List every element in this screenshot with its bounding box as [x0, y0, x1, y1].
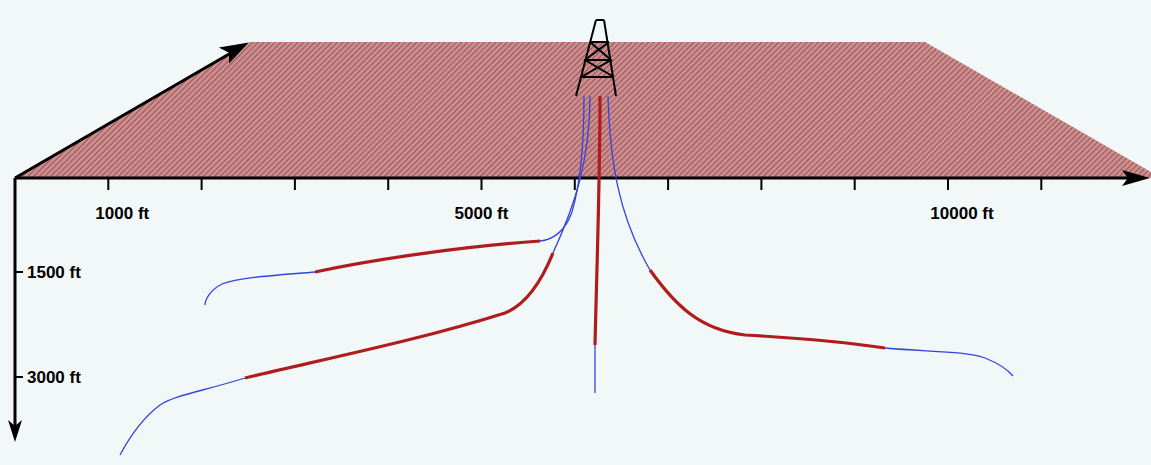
depth-tick	[15, 271, 23, 273]
depth-axis-arrowhead	[8, 420, 22, 442]
x-ticks	[108, 178, 1041, 190]
x-tick	[854, 178, 856, 190]
distance-label: 1000 ft	[95, 205, 149, 224]
well-paths	[120, 96, 1013, 455]
drilling-rig	[576, 20, 616, 96]
ground-plane	[15, 42, 1151, 178]
x-tick	[574, 178, 576, 190]
x-tick	[201, 178, 203, 190]
x-tick	[107, 178, 109, 190]
distance-label: 10000 ft	[930, 205, 993, 224]
producing-section	[595, 96, 600, 345]
x-axis-arrowhead	[1122, 170, 1150, 186]
x-tick	[760, 178, 762, 190]
y-axis	[15, 50, 236, 178]
depth-axis	[14, 178, 17, 428]
x-tick	[294, 178, 296, 190]
depth-label: 3000 ft	[27, 369, 81, 388]
depth-tick	[15, 376, 23, 378]
producing-section	[245, 253, 553, 378]
producing-sections	[245, 96, 885, 378]
x-tick	[387, 178, 389, 190]
well-path	[594, 345, 595, 393]
well-path	[885, 348, 1013, 376]
y-axis-arrowhead	[222, 44, 246, 61]
producing-section	[650, 270, 885, 348]
well-path	[608, 96, 650, 270]
depth-label: 1500 ft	[27, 264, 81, 283]
x-tick	[1040, 178, 1042, 190]
x-tick	[481, 178, 483, 190]
well-path	[540, 96, 584, 241]
well-path	[120, 378, 245, 455]
well-path	[205, 272, 315, 305]
x-tick	[667, 178, 669, 190]
distance-label: 5000 ft	[455, 205, 509, 224]
producing-section	[315, 241, 540, 272]
well-path	[553, 96, 590, 253]
x-tick	[947, 178, 949, 190]
